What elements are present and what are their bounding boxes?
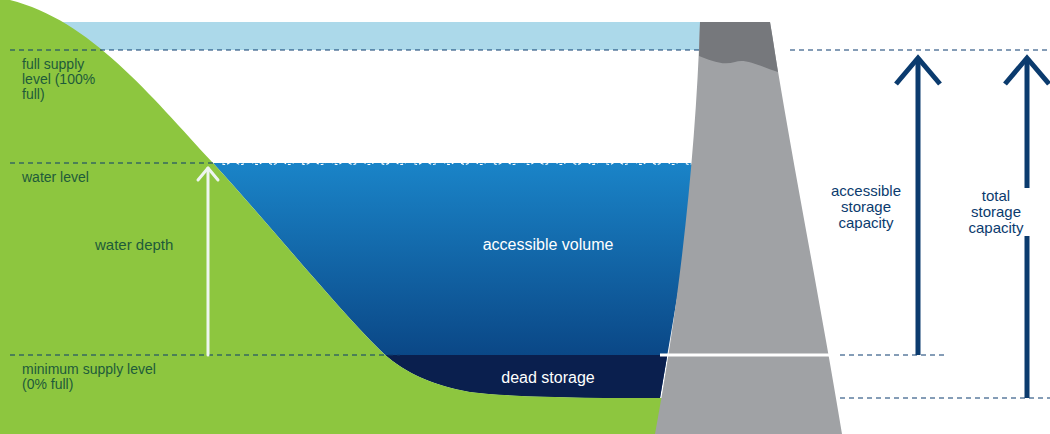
level-label: full supply level (100% full) xyxy=(22,57,100,102)
volume-label: dead storage xyxy=(468,369,628,386)
depth-arrowhead xyxy=(198,168,218,180)
full-supply-band xyxy=(0,22,710,50)
dam-wall xyxy=(655,22,842,434)
full-supply-line xyxy=(790,50,1050,51)
outlet-line xyxy=(660,354,836,357)
depth-arrow xyxy=(207,168,210,355)
capacity-arrowhead xyxy=(896,58,940,84)
level-label: water level xyxy=(22,170,142,185)
volume-label: accessible volume xyxy=(448,236,648,253)
capacity-label: total storage capacity xyxy=(961,188,1031,236)
minimum-supply-line xyxy=(840,355,945,356)
depth-label: water depth xyxy=(95,237,195,253)
full-supply-line xyxy=(10,50,700,51)
dam-crest xyxy=(699,22,778,72)
capacity-arrowhead xyxy=(1005,58,1049,84)
capacity-arrow xyxy=(916,58,921,355)
level-label: minimum supply level (0% full) xyxy=(22,362,172,392)
hillside xyxy=(0,0,662,434)
bottom-line xyxy=(840,398,1050,399)
capacity-label: accessible storage capacity xyxy=(824,183,908,231)
water-level-line xyxy=(10,163,213,164)
water-surface xyxy=(213,162,733,165)
minimum-supply-line xyxy=(10,355,400,356)
